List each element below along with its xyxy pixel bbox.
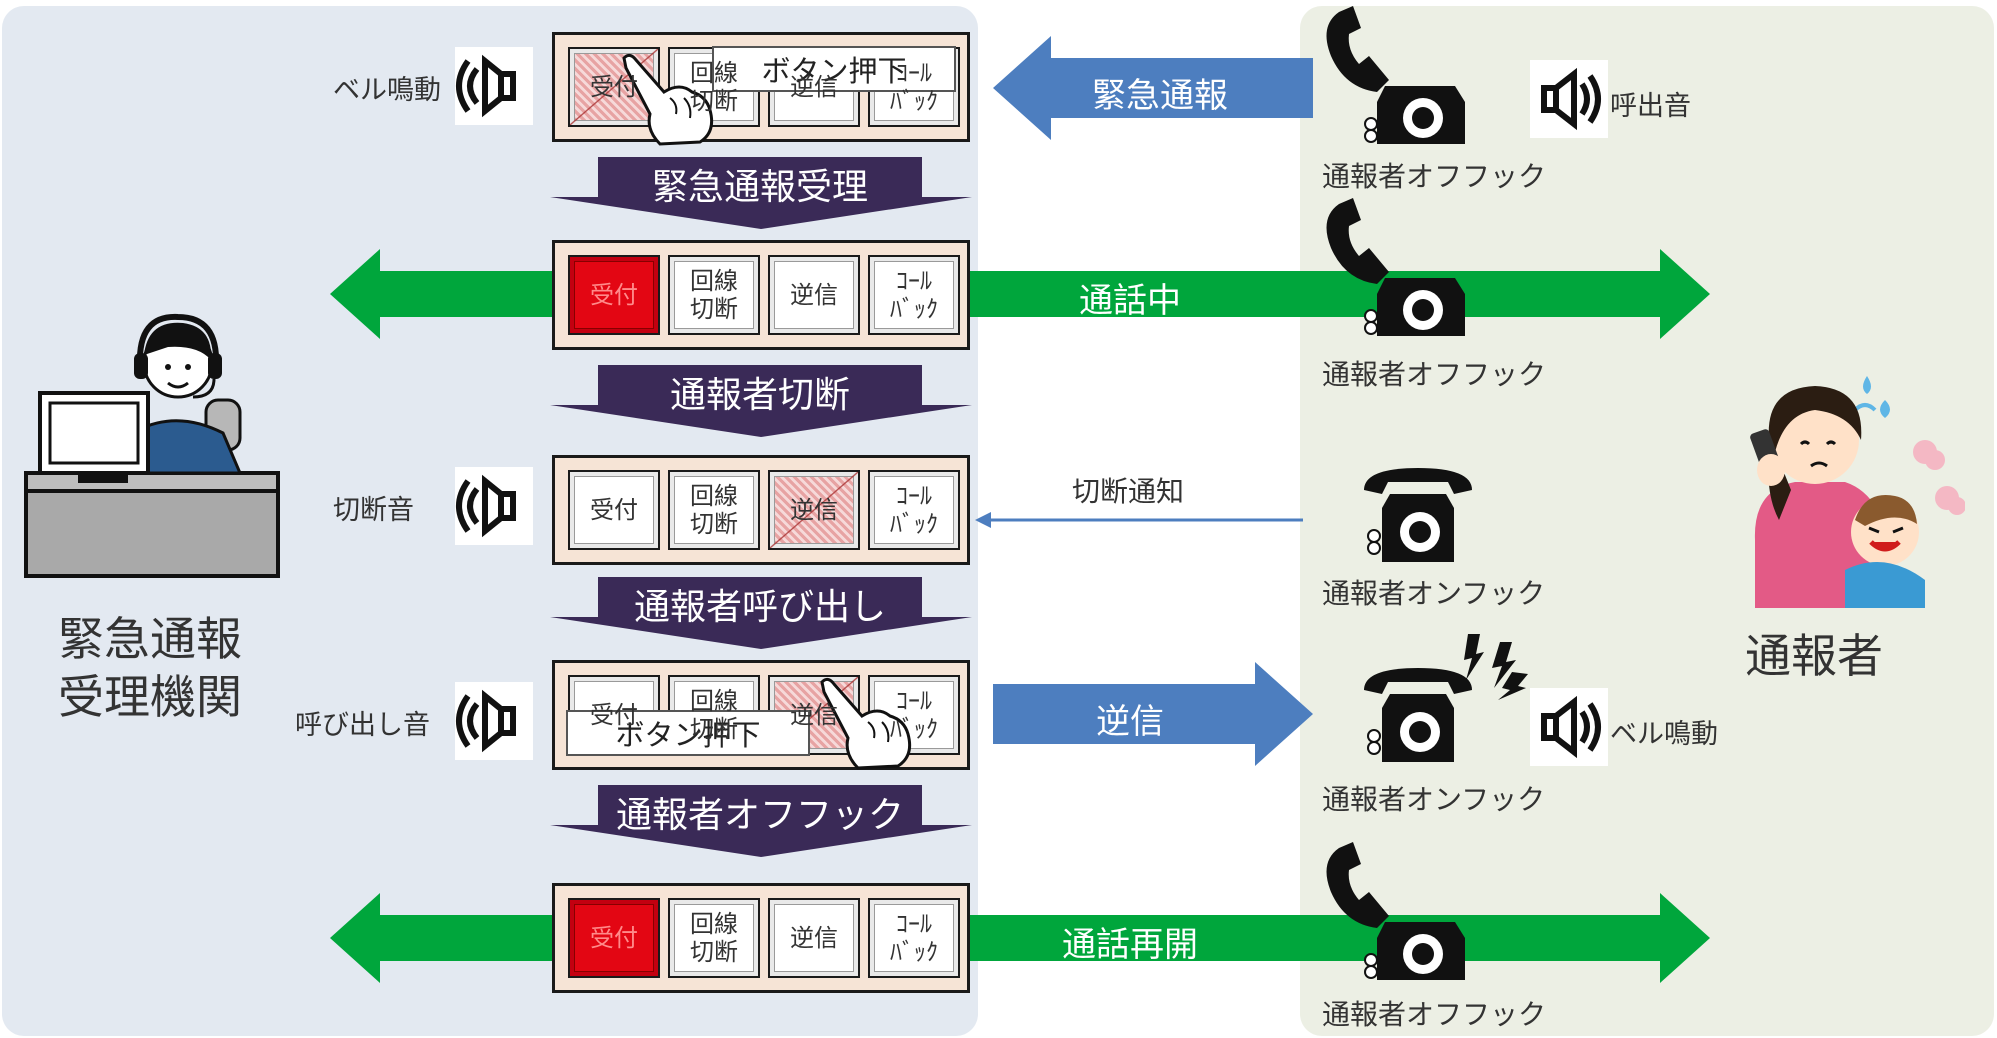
agency-label-line1: 緊急通報: [58, 612, 242, 666]
ringback-tone-label: 呼び出し音: [295, 710, 430, 741]
emergency-call-label: 緊急通報: [1092, 76, 1228, 116]
reporter-illustration: [1750, 376, 1965, 608]
speaker-right-icon: [1530, 688, 1608, 766]
line-disconnect-key[interactable]: 回線切断: [668, 470, 760, 550]
emergency-call-arrow: [993, 36, 1313, 140]
telephone-offhook-icon: [1326, 842, 1465, 980]
phone-state-label: 通報者オンフック: [1322, 577, 1546, 610]
bell-ring-label: ベル鳴動: [333, 75, 441, 106]
reverse-call-key[interactable]: 逆信: [768, 255, 860, 335]
step-banner: [550, 785, 972, 857]
console-panel-2: 受付 回線切断 逆信 ｺｰﾙﾊﾞｯｸ: [552, 240, 970, 350]
callback-arrow: [993, 662, 1313, 766]
step-banner: [550, 577, 972, 649]
agency-label: 緊急通報 受理機関: [50, 610, 250, 726]
step-reporter-call: 通報者呼び出し: [633, 587, 886, 628]
disconnect-tone-label: 切断音: [333, 495, 414, 526]
line-disconnect-key[interactable]: 回線切断: [668, 255, 760, 335]
disconnect-notice-label: 切断通知: [1072, 475, 1185, 508]
speaker-right-icon: [1530, 60, 1608, 138]
talk-resume-label: 通話再開: [1062, 925, 1198, 965]
accept-key[interactable]: 受付: [568, 255, 660, 335]
console-panel-5: 受付 回線切断 逆信 ｺｰﾙﾊﾞｯｸ: [552, 883, 970, 993]
phone-state-label: 通報者オフフック: [1322, 358, 1547, 391]
reporter-label: 通報者: [1745, 629, 1883, 683]
phone-state-label: 通報者オフフック: [1322, 160, 1547, 193]
button-press-callout: ボタン押下: [712, 46, 956, 92]
phone-state-label: 通報者オフフック: [1322, 998, 1547, 1031]
button-press-callout: ボタン押下: [566, 710, 810, 756]
step-emergency-accepted: 緊急通報受理: [651, 167, 868, 208]
step-reporter-disconnect: 通報者切断: [669, 375, 850, 416]
telephone-onhook-icon: [1364, 668, 1472, 762]
bell-ring-right-label: ベル鳴動: [1610, 719, 1718, 750]
ringback-label: 呼出音: [1610, 91, 1691, 122]
accept-key[interactable]: 受付: [568, 470, 660, 550]
step-banner: [550, 365, 972, 437]
pointing-hand-icon: [622, 53, 714, 146]
accept-key[interactable]: 受付: [568, 898, 660, 978]
pointing-hand-icon: [820, 677, 912, 770]
line-disconnect-key[interactable]: 回線切断: [668, 898, 760, 978]
console-panel-3: 受付 回線切断 逆信 ｺｰﾙﾊﾞｯｸ: [552, 455, 970, 565]
operator-illustration: [24, 313, 280, 578]
agency-label-line2: 受理機関: [58, 670, 242, 724]
callback-key[interactable]: ｺｰﾙﾊﾞｯｸ: [868, 898, 960, 978]
talking-label: 通話中: [1079, 281, 1181, 321]
callback-key[interactable]: ｺｰﾙﾊﾞｯｸ: [868, 470, 960, 550]
ringing-bolt-icon: [1464, 634, 1528, 700]
callback-label: 逆信: [1096, 702, 1164, 742]
callback-key[interactable]: ｺｰﾙﾊﾞｯｸ: [868, 255, 960, 335]
telephone-offhook-icon: [1326, 6, 1465, 144]
disconnect-notice-arrow: [975, 512, 1303, 528]
reverse-call-key[interactable]: 逆信: [768, 898, 860, 978]
step-banner: [550, 157, 972, 229]
telephone-offhook-icon: [1326, 198, 1465, 336]
phone-state-label: 通報者オンフック: [1322, 783, 1546, 816]
reverse-call-key[interactable]: 逆信: [768, 470, 860, 550]
step-reporter-offhook: 通報者オフフック: [615, 795, 904, 836]
speaker-left-icon: [455, 47, 533, 125]
telephone-onhook-icon: [1364, 468, 1472, 562]
speaker-left-icon: [455, 682, 533, 760]
speaker-left-icon: [455, 467, 533, 545]
